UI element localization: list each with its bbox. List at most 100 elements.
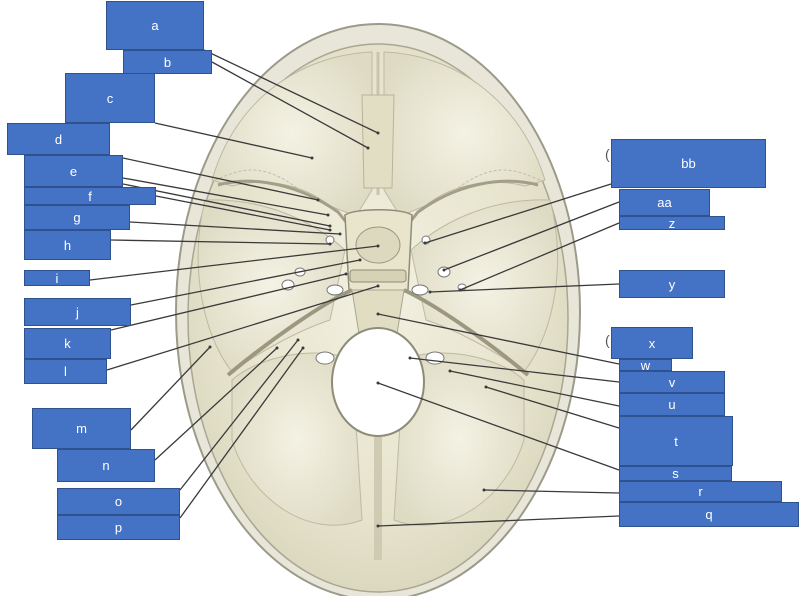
label-box-e[interactable]: e xyxy=(24,155,123,187)
posterior-fossa-left xyxy=(231,352,363,526)
label-box-z[interactable]: z xyxy=(619,215,725,231)
label-text-t: t xyxy=(674,433,678,449)
leader-line-a xyxy=(203,49,379,134)
label-box-aa[interactable]: aa xyxy=(619,189,710,216)
leader-lines xyxy=(89,49,620,528)
label-text-p: p xyxy=(114,520,123,535)
label-box-x[interactable]: x xyxy=(611,327,693,359)
label-text-f: f xyxy=(88,188,92,204)
leader-line-c xyxy=(154,122,313,159)
leader-line-h xyxy=(110,239,331,245)
lesser-wing-left xyxy=(217,179,348,223)
leader-line-e xyxy=(122,183,331,227)
leader-line-t xyxy=(485,386,620,429)
petrous-ridge-right xyxy=(403,288,530,377)
label-text-bb: bb xyxy=(681,156,696,171)
label-text-m: m xyxy=(76,421,87,436)
label-box-b[interactable]: b xyxy=(123,50,212,74)
label-box-n[interactable]: n xyxy=(57,449,155,482)
label-text-y: y xyxy=(668,276,676,292)
leader-line-aa xyxy=(443,201,620,271)
leader-line-o xyxy=(179,339,299,491)
label-box-q[interactable]: q xyxy=(619,502,799,527)
leader-endpoint-r xyxy=(482,488,486,492)
leader-endpoint-k xyxy=(344,272,348,276)
leader-endpoint-v xyxy=(408,356,412,360)
petrous-ridge-left xyxy=(226,288,353,377)
label-box-w[interactable]: w xyxy=(619,358,672,373)
label-box-a[interactable]: a xyxy=(106,1,204,50)
leader-endpoint-z xyxy=(458,288,462,292)
residual-glyph: ( xyxy=(605,146,610,162)
label-box-t[interactable]: t xyxy=(619,416,733,466)
leader-line-n xyxy=(154,347,278,461)
label-box-g[interactable]: g xyxy=(24,205,130,230)
leader-endpoint-p xyxy=(301,346,305,350)
label-box-y[interactable]: y xyxy=(619,270,725,298)
leader-line-m xyxy=(130,346,211,431)
leader-line-l xyxy=(106,285,379,371)
label-text-v: v xyxy=(668,374,676,390)
label-text-a: a xyxy=(151,18,159,33)
leader-endpoint-i xyxy=(376,244,380,248)
label-box-l[interactable]: l xyxy=(24,359,107,384)
label-box-j[interactable]: j xyxy=(24,298,131,326)
label-box-v[interactable]: v xyxy=(619,371,725,393)
leader-line-j xyxy=(130,259,361,306)
leader-endpoint-c xyxy=(310,156,314,160)
label-box-p[interactable]: p xyxy=(57,515,180,540)
label-box-d[interactable]: d xyxy=(7,123,110,155)
leader-endpoint-s xyxy=(376,381,380,385)
leader-endpoint-j xyxy=(358,258,362,262)
leader-endpoint-m xyxy=(208,345,212,349)
leader-endpoint-o xyxy=(296,338,300,342)
label-text-l: l xyxy=(64,364,67,379)
label-text-c: c xyxy=(106,90,114,106)
label-box-m[interactable]: m xyxy=(32,408,131,449)
label-text-r: r xyxy=(698,484,703,499)
leader-line-q xyxy=(377,515,620,527)
leader-endpoint-y xyxy=(428,290,432,294)
label-text-q: q xyxy=(705,507,713,522)
label-box-bb[interactable]: bb xyxy=(611,139,766,188)
leader-line-e xyxy=(122,157,319,201)
label-box-f[interactable]: f xyxy=(24,187,156,205)
lesser-wing-right xyxy=(408,179,539,223)
label-box-i[interactable]: i xyxy=(24,270,90,286)
leader-line-g xyxy=(129,221,341,235)
leader-endpoint-q xyxy=(376,524,380,528)
label-box-c[interactable]: c xyxy=(65,73,155,123)
label-box-r[interactable]: r xyxy=(619,481,782,502)
label-box-u[interactable]: u xyxy=(619,393,725,416)
label-box-h[interactable]: h xyxy=(24,230,111,260)
leader-endpoint-aa xyxy=(442,268,446,272)
anterior-fossa-left xyxy=(211,51,373,217)
leader-endpoint-t xyxy=(484,385,488,389)
leader-endpoint-g xyxy=(338,232,342,236)
label-text-d: d xyxy=(54,131,63,147)
middle-fossa-left xyxy=(197,199,346,373)
leader-line-i xyxy=(89,245,379,281)
leader-endpoint-n xyxy=(275,346,279,350)
leader-endpoint-h xyxy=(328,242,332,246)
label-text-b: b xyxy=(163,54,172,70)
label-text-u: u xyxy=(668,397,676,412)
label-text-z: z xyxy=(668,215,676,231)
leader-endpoint-b xyxy=(366,146,370,150)
label-box-k[interactable]: k xyxy=(24,328,111,359)
leader-line-z xyxy=(459,222,620,291)
leader-line-bb xyxy=(424,183,612,244)
leader-endpoint-w xyxy=(376,312,380,316)
label-box-o[interactable]: o xyxy=(57,488,180,515)
leader-endpoint-bb xyxy=(423,241,427,245)
leader-endpoint-e xyxy=(328,224,332,228)
leader-line-v xyxy=(409,357,620,383)
jugular-foramen-left xyxy=(315,351,335,365)
leader-line-r xyxy=(483,489,620,494)
leader-endpoint-l xyxy=(376,284,380,288)
label-box-s[interactable]: s xyxy=(619,466,732,481)
leader-line-e xyxy=(122,177,329,216)
dorsum-sellae xyxy=(349,269,407,283)
